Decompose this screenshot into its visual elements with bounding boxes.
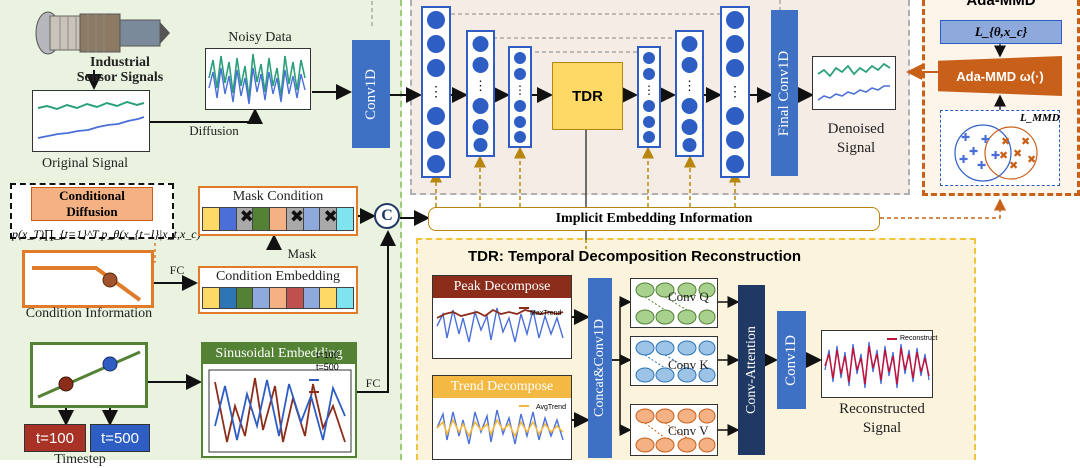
tdr-conv1d-block: Conv1D <box>777 311 806 409</box>
original-signal-plot <box>32 90 150 152</box>
timestep-plot <box>30 342 148 408</box>
decoder-layer-3: ⋮ <box>720 6 750 178</box>
mask-condition-bar: ✖ ✖ ✖ <box>202 207 354 231</box>
noisy-data-title: Noisy Data <box>228 30 292 45</box>
svg-text:✚: ✚ <box>991 149 1000 162</box>
conv-k-box <box>630 336 718 386</box>
svg-text:✚: ✚ <box>977 159 986 172</box>
mmd-distribution-plot: ✚✚✚✚✚✚ ✖✖✖✖✖✖ <box>954 124 1038 182</box>
svg-text:✚: ✚ <box>959 153 968 166</box>
svg-text:⋮: ⋮ <box>514 83 526 97</box>
tdr-title: TDR: Temporal Decomposition Reconstructi… <box>468 248 802 265</box>
tdr-block: TDR <box>552 62 623 130</box>
trend-decompose-plot <box>436 405 564 445</box>
peak-decompose-title: Peak Decompose <box>433 276 571 298</box>
conditional-diffusion-formula: p(x_T)∏_{t=1}^T p_θ(x_{t−l}|x_t,x_c) <box>12 227 201 241</box>
mask-label: Mask <box>287 246 317 261</box>
trend-legend: AvgTrend <box>536 404 566 411</box>
final-conv1d-block: Final Conv1D <box>771 10 798 176</box>
svg-text:✖: ✖ <box>1021 135 1030 148</box>
svg-text:✖: ✖ <box>1001 135 1010 148</box>
svg-text:✖: ✖ <box>1013 147 1022 160</box>
svg-text:⋮: ⋮ <box>683 78 696 93</box>
trend-decompose-title: Trend Decompose <box>433 376 571 398</box>
svg-text:✖: ✖ <box>1027 153 1036 166</box>
trend-decompose-box: Trend Decompose <box>432 375 572 460</box>
legend-t500: t=500 <box>316 362 339 372</box>
svg-text:✖: ✖ <box>1009 159 1018 172</box>
svg-text:✚: ✚ <box>981 133 990 146</box>
conv-k-label: Conv K <box>668 357 709 372</box>
denoised-signal-plot <box>812 56 896 110</box>
svg-text:⋮: ⋮ <box>728 85 742 100</box>
denoised-signal-label: Denoised Signal <box>827 121 885 156</box>
svg-text:⋮: ⋮ <box>643 83 655 97</box>
mask-condition-box: Mask Condition ✖ ✖ ✖ <box>198 186 358 236</box>
conditional-diffusion-box: Conditional Diffusion p(x_T)∏_{t=1}^T p_… <box>10 183 201 241</box>
condition-information-plot <box>22 250 154 308</box>
svg-text:✖: ✖ <box>999 149 1008 162</box>
timestep-label: Timestep <box>54 452 106 467</box>
condition-embedding-box: Condition Embedding <box>198 266 358 314</box>
loss-theta-box: L_{θ,x_c} <box>940 20 1062 44</box>
conditional-diffusion-title: Conditional Diffusion <box>31 187 153 221</box>
engine-image <box>35 11 170 55</box>
decoder-layer-2: ⋮ <box>675 30 704 157</box>
svg-text:✚: ✚ <box>969 145 978 158</box>
sinusoidal-plot <box>208 369 352 453</box>
peak-legend: MaxTrend <box>530 310 562 317</box>
conv-v-label: Conv V <box>668 423 709 438</box>
reconstructed-signal-label: Reconstructed Signal <box>839 401 925 436</box>
fc-label-2: FC <box>365 376 381 390</box>
sinusoidal-embedding-box: Sinusoidal Embedding <box>201 342 357 458</box>
concat-symbol: C <box>374 203 400 229</box>
condition-embedding-title: Condition Embedding <box>215 269 341 284</box>
conv-q-box <box>630 278 718 328</box>
diffusion-label: Diffusion <box>189 123 239 138</box>
sinusoidal-title: Sinusoidal Embedding <box>203 344 355 364</box>
mmd-loss-label: L_MMD <box>1020 112 1060 124</box>
encoder-layer-1: ⋮ <box>421 6 451 178</box>
decoder-layer-1: ⋮ <box>637 46 661 148</box>
condition-info-label: Condition Information <box>25 306 153 321</box>
fc-label-1: FC <box>169 263 185 277</box>
mmd-box: ✚✚✚✚✚✚ ✖✖✖✖✖✖ <box>940 110 1060 186</box>
noisy-data-plot <box>205 48 311 110</box>
encoder-layer-2: ⋮ <box>466 30 495 157</box>
peak-decompose-box: Peak Decompose <box>432 275 572 359</box>
concat-conv1d-block: Concat&Conv1D <box>588 278 612 458</box>
svg-text:⋮: ⋮ <box>429 85 443 100</box>
reconstructed-signal-plot <box>821 330 933 398</box>
conv1d-block: Conv1D <box>352 40 390 148</box>
implicit-embedding-bar: Implicit Embedding Information <box>428 207 880 231</box>
t100-box: t=100 <box>24 424 86 452</box>
condition-embedding-bar <box>202 287 354 309</box>
ada-mmd-module: Ada-MMD ω(·) <box>938 56 1062 96</box>
legend-t100: t=100 <box>316 350 339 360</box>
svg-text:⋮: ⋮ <box>474 78 487 93</box>
svg-text:✚: ✚ <box>961 131 970 144</box>
peak-decompose-plot <box>436 307 564 343</box>
mask-condition-title: Mask Condition <box>232 189 324 204</box>
conv-q-label: Conv Q <box>668 289 709 304</box>
industrial-signals-label: Industrial Sensor Signals <box>76 55 164 85</box>
recon-legend: Reconstruct <box>900 335 938 342</box>
ada-mmd-title: Ada-MMD <box>966 0 1036 9</box>
conv-attention-block: Conv-Attention <box>738 285 765 455</box>
t500-box: t=500 <box>90 424 150 452</box>
encoder-layer-3: ⋮ <box>508 46 532 148</box>
original-signal-label: Original Signal <box>42 156 128 171</box>
conv-v-box <box>630 404 718 456</box>
